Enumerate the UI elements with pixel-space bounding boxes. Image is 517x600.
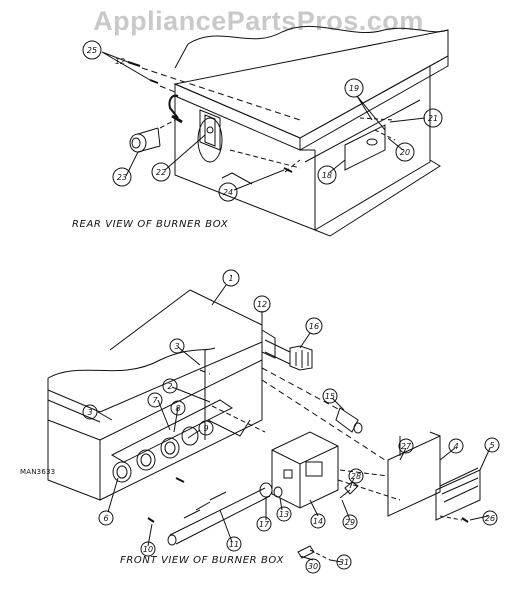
callout-6: 6 [98,510,114,526]
svg-text:13: 13 [279,510,289,519]
svg-text:21: 21 [428,114,438,123]
svg-text:24: 24 [223,188,233,197]
callout-12-rear: 12 [115,57,125,66]
svg-text:10: 10 [143,545,153,554]
svg-text:26: 26 [485,514,495,523]
svg-text:27: 27 [401,442,412,451]
callout-11: 11 [226,536,242,552]
svg-text:3: 3 [174,342,179,351]
callout-2: 2 [162,378,178,394]
svg-text:12: 12 [115,57,125,66]
callout-9: 9 [198,420,214,436]
svg-text:11: 11 [229,540,239,549]
svg-text:7: 7 [152,396,158,405]
callout-22: 22 [151,162,171,182]
callout-10: 10 [140,541,156,557]
callout-1: 1 [222,269,240,287]
callout-4: 4 [448,438,464,454]
rear-view-caption: REAR VIEW OF BURNER BOX [72,219,229,230]
callout-5: 5 [484,437,500,453]
callout-16: 16 [305,317,323,335]
callout-24: 24 [218,182,238,202]
callout-30: 30 [305,558,321,574]
svg-text:23: 23 [117,173,127,182]
svg-text:3: 3 [87,408,92,417]
svg-text:17: 17 [259,520,270,529]
callout-27: 27 [398,438,414,454]
callout-23: 23 [112,167,132,187]
svg-text:25: 25 [87,46,97,55]
svg-text:2: 2 [167,382,172,391]
front-callouts: 1 12 16 3 2 7 8 9 6 10 11 17 13 14 15 28… [82,269,500,574]
svg-text:30: 30 [308,562,318,571]
callout-19: 19 [344,78,364,98]
callout-18: 18 [317,165,337,185]
callout-14: 14 [310,513,326,529]
svg-text:6: 6 [103,514,108,523]
drawing-code: MAN3633 [20,468,56,476]
callout-25: 25 [82,40,102,60]
svg-text:4: 4 [453,442,458,451]
callout-13: 13 [276,506,292,522]
svg-text:9: 9 [203,424,208,433]
svg-text:14: 14 [313,517,323,526]
callout-15: 15 [322,388,338,404]
callout-8: 8 [170,400,186,416]
svg-text:5: 5 [489,441,494,450]
svg-text:12: 12 [257,300,267,309]
callout-20: 20 [395,142,415,162]
svg-text:20: 20 [400,148,410,157]
svg-text:28: 28 [351,472,361,481]
callout-17: 17 [256,516,272,532]
callout-31: 31 [336,554,352,570]
callout-29: 29 [342,514,358,530]
svg-text:18: 18 [322,171,332,180]
front-view-caption: FRONT VIEW OF BURNER BOX [120,555,285,566]
svg-text:15: 15 [325,392,335,401]
watermark: AppliancePartsPros.com [93,6,424,36]
callout-12-front: 12 [253,295,271,313]
svg-text:19: 19 [349,84,359,93]
svg-text:1: 1 [228,274,233,283]
svg-text:8: 8 [175,404,180,413]
svg-text:16: 16 [309,322,319,331]
callout-21: 21 [423,108,443,128]
callout-3-left: 3 [82,404,98,420]
callout-26: 26 [482,510,498,526]
callout-7: 7 [147,392,163,408]
svg-text:22: 22 [156,168,166,177]
rear-view-drawing [101,25,449,237]
callout-3-top: 3 [169,338,185,354]
svg-text:31: 31 [339,558,349,567]
callout-28: 28 [348,468,364,484]
svg-text:29: 29 [345,518,355,527]
front-view-drawing [47,284,491,563]
rear-callouts: 25 12 23 22 24 18 19 21 20 [82,40,443,202]
